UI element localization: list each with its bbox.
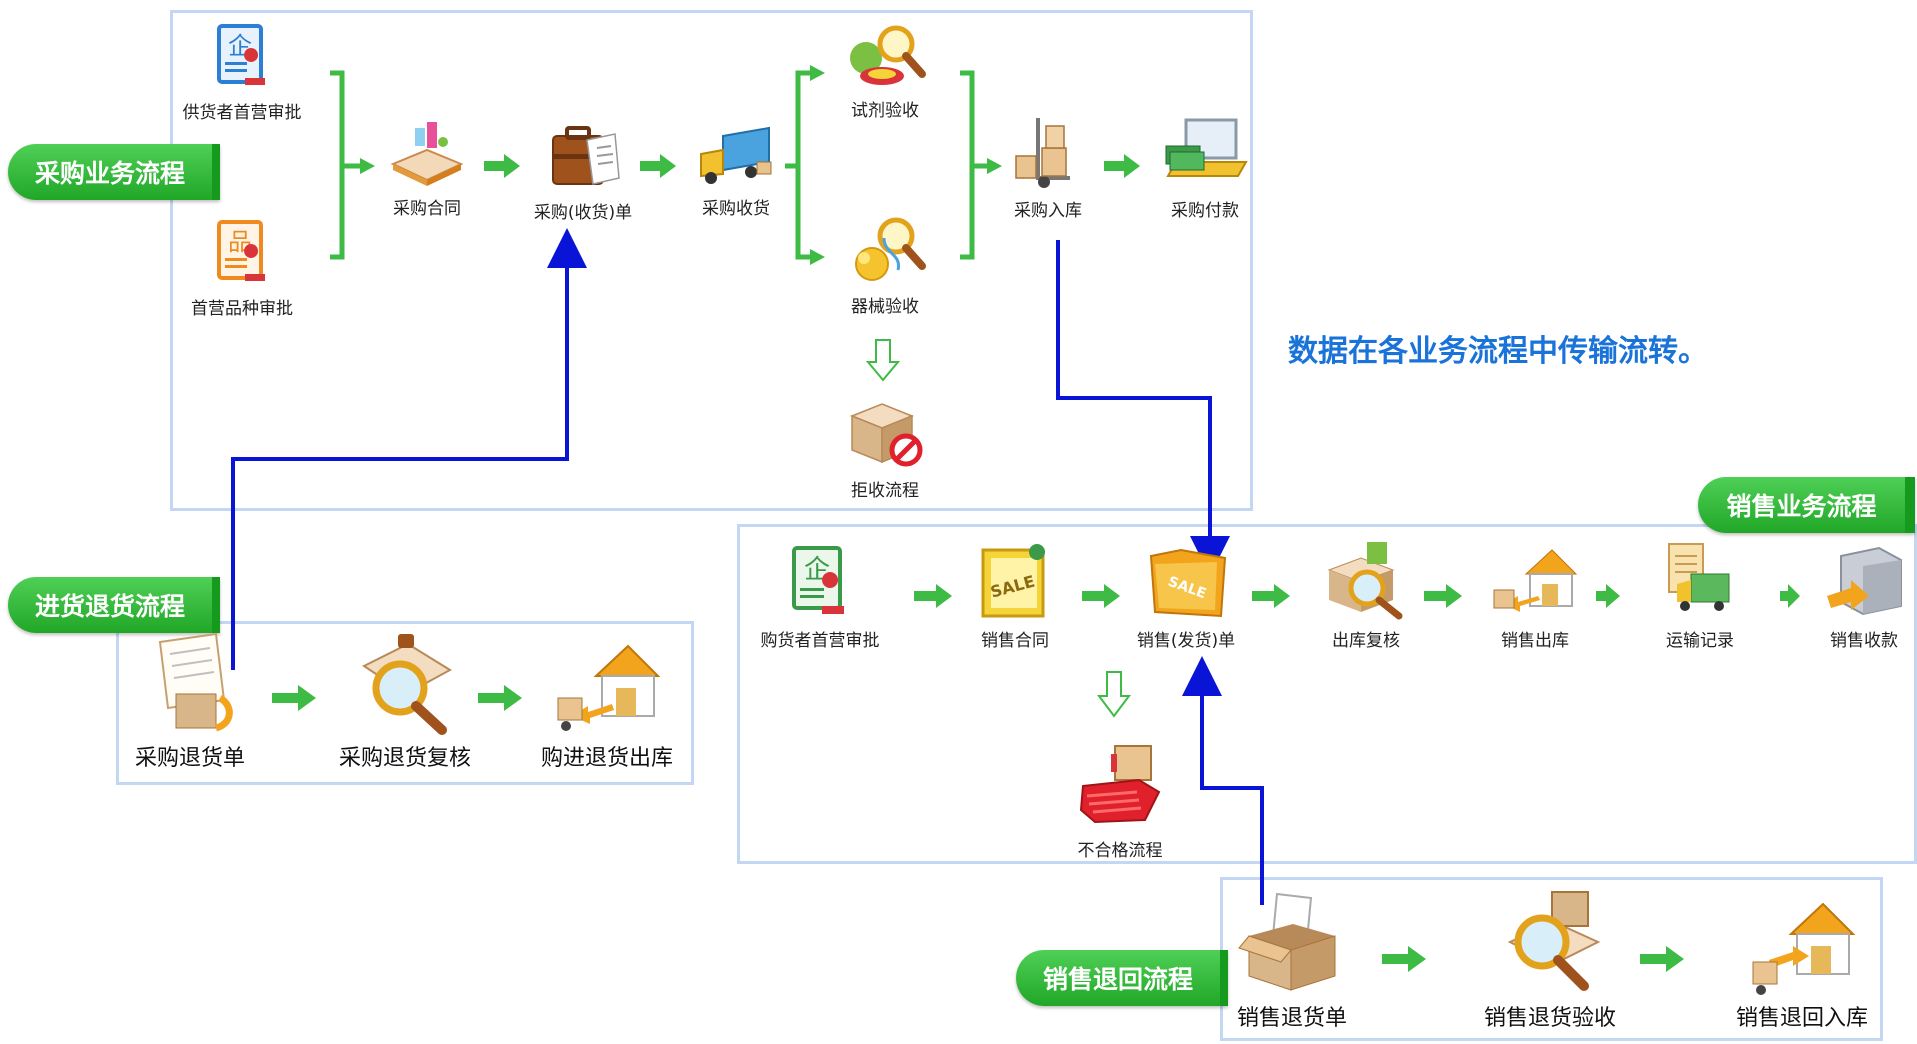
transport-record-label: 运输记录 [1666, 631, 1734, 651]
sales-out-label: 销售出库 [1501, 631, 1569, 651]
box-magnifier-icon [1327, 542, 1403, 620]
box-magnifier-icon [1507, 891, 1601, 991]
stock-in-node[interactable]: 采购入库 [968, 112, 1128, 221]
sales-return-flow-tag[interactable]: 销售退回流程 [1016, 950, 1228, 1006]
green-arrow-icon [640, 154, 676, 178]
green-arrow-icon [1104, 154, 1140, 178]
green-arrow-icon [1382, 946, 1426, 972]
warehouse-out-icon [557, 644, 661, 731]
purchase-order-node[interactable]: 采购(收货)单 [503, 118, 663, 223]
open-box-icon [1238, 892, 1336, 991]
sale-folder-icon: SALE [1149, 548, 1227, 618]
briefcase-icon [552, 126, 620, 185]
outbound-review-node[interactable]: 出库复核 [1286, 540, 1446, 651]
green-arrow-icon [1252, 584, 1290, 608]
green-arrow-icon [1082, 584, 1120, 608]
green-arrow-icon [1780, 584, 1800, 608]
stock-in-label: 采购入库 [1014, 201, 1082, 221]
purchase-return-review-label: 采购退货复核 [338, 746, 471, 771]
sales-order-label: 销售(发货)单 [1136, 631, 1236, 651]
purchase-receive-node[interactable]: 采购收货 [656, 118, 816, 219]
purchase-panel [170, 10, 1253, 511]
reagent-check-node[interactable]: 试剂验收 [805, 20, 965, 121]
reject-flow-label: 拒收流程 [851, 481, 919, 501]
safe-arrow-icon [1827, 546, 1902, 616]
purchase-receive-label: 采购收货 [702, 199, 770, 219]
delivery-truck-icon [700, 126, 772, 184]
purchase-return-order-label: 采购退货单 [134, 746, 245, 771]
supplier-approval-label: 供货者首营审批 [182, 103, 302, 123]
green-arrow-icon [914, 584, 952, 608]
sales-return-order-label: 销售退货单 [1236, 1006, 1347, 1031]
variety-approval-label: 首营品种审批 [191, 299, 293, 319]
approval-document-icon: 企 [792, 546, 844, 614]
sales-out-node[interactable]: 销售出库 [1455, 540, 1615, 651]
buyer-approval-node[interactable]: 企 购货者首营审批 [740, 544, 900, 651]
green-arrow-icon [1596, 584, 1620, 608]
sales-order-node[interactable]: SALE 销售(发货)单 [1106, 536, 1266, 651]
approval-document-icon: 企 [217, 24, 265, 85]
clipboard-magnifier-icon [362, 634, 452, 735]
reagent-check-label: 试剂验收 [851, 101, 919, 121]
sales-flow-tag[interactable]: 销售业务流程 [1698, 477, 1915, 533]
purchase-return-review-node[interactable]: 采购退货复核 [325, 630, 485, 772]
sales-collect-label: 销售收款 [1830, 631, 1898, 651]
hand-box-icon [1079, 745, 1161, 824]
purchase-contract-label: 采购合同 [393, 199, 461, 219]
supplier-approval-node[interactable]: 企 供货者首营审批 [162, 22, 322, 123]
purchase-return-out-node[interactable]: 购进退货出库 [527, 632, 687, 772]
return-document-box-icon [158, 632, 233, 732]
reagent-magnifier-icon [850, 25, 926, 85]
rejected-box-icon [849, 403, 923, 467]
purchase-order-label: 采购(收货)单 [533, 203, 633, 223]
green-arrow-icon [272, 685, 316, 711]
buyer-approval-label: 购货者首营审批 [760, 631, 880, 651]
warehouse-out-icon [1493, 549, 1578, 612]
hand-truck-boxes-icon [1015, 118, 1070, 188]
truck-document-icon [1668, 543, 1730, 611]
sales-return-in-label: 销售退回入库 [1735, 1006, 1868, 1031]
sales-contract-label: 销售合同 [981, 631, 1049, 651]
device-check-node[interactable]: 器械验收 [805, 214, 965, 317]
device-check-label: 器械验收 [851, 297, 919, 317]
sales-return-check-label: 销售退货验收 [1483, 1006, 1616, 1031]
variety-approval-node[interactable]: 品 首营品种审批 [162, 218, 322, 319]
device-magnifier-icon [855, 217, 926, 281]
transport-record-node[interactable]: 运输记录 [1620, 540, 1780, 651]
payment-label: 采购付款 [1171, 201, 1239, 221]
sales-contract-node[interactable]: SALE 销售合同 [935, 540, 1095, 651]
approval-document-icon: 品 [217, 220, 265, 281]
sales-return-check-node[interactable]: 销售退货验收 [1470, 886, 1630, 1032]
green-arrow-icon [1640, 946, 1684, 972]
unqualified-flow-node[interactable]: 不合格流程 [1040, 740, 1200, 861]
purchase-flow-tag[interactable]: 采购业务流程 [8, 144, 220, 200]
warehouse-in-icon [1752, 902, 1856, 995]
sales-return-order-node[interactable]: 销售退货单 [1212, 890, 1372, 1032]
sale-sign-icon: SALE [981, 544, 1045, 618]
sales-return-in-node[interactable]: 销售退回入库 [1722, 890, 1882, 1032]
laptop-money-icon [1165, 118, 1248, 177]
green-arrow-icon [484, 154, 520, 178]
outbound-review-label: 出库复核 [1332, 631, 1400, 651]
caption-text: 数据在各业务流程中传输流转。 [1288, 334, 1708, 369]
reject-flow-node[interactable]: 拒收流程 [805, 394, 965, 501]
purchase-return-out-label: 购进退货出库 [540, 746, 673, 771]
green-arrow-icon [478, 685, 522, 711]
unqualified-flow-label: 不合格流程 [1077, 841, 1163, 861]
purchase-return-order-node[interactable]: 采购退货单 [110, 632, 270, 772]
purchase-contract-node[interactable]: 采购合同 [347, 118, 507, 219]
sales-collect-node[interactable]: 销售收款 [1784, 540, 1917, 651]
purchase-return-flow-tag[interactable]: 进货退货流程 [8, 577, 220, 633]
green-arrow-icon [1424, 584, 1462, 608]
payment-node[interactable]: 采购付款 [1125, 114, 1285, 221]
contract-book-icon [390, 122, 464, 186]
